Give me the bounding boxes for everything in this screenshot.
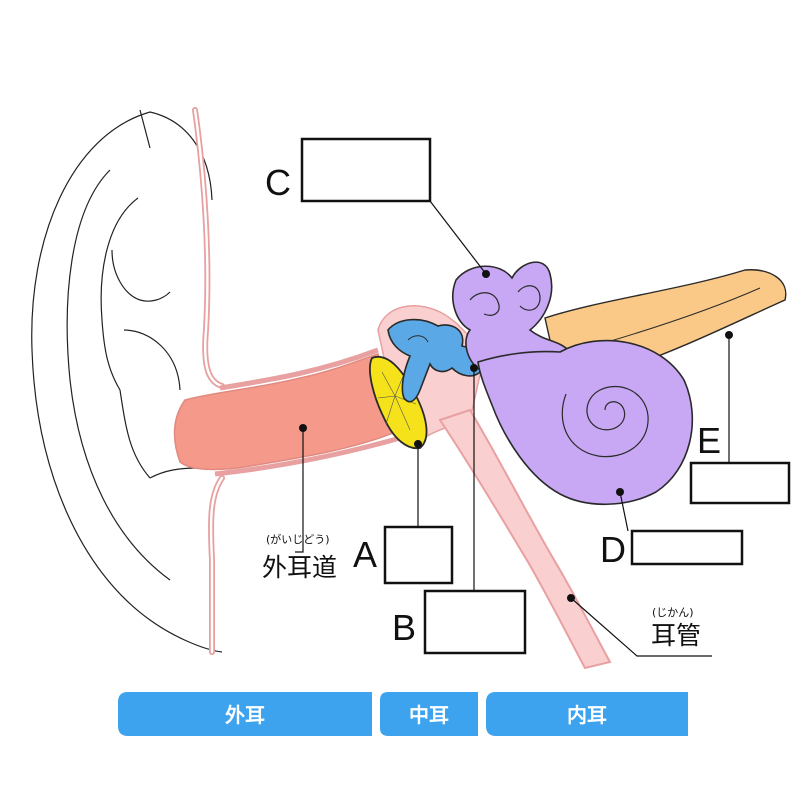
ear-canal-reading: (がいじどう) — [266, 532, 330, 546]
label-box-e[interactable] — [689, 461, 791, 505]
band-middle-label: 中耳 — [409, 703, 449, 727]
label-box-a[interactable] — [383, 525, 454, 585]
label-letter-b: B — [392, 607, 416, 648]
label-letter-a: A — [353, 534, 377, 575]
label-letter-d: D — [600, 529, 626, 570]
label-letter-e: E — [697, 420, 721, 461]
inner-ear — [452, 261, 694, 506]
cochlea-spiral — [561, 385, 649, 458]
eustachian-tube-reading: (じかん) — [652, 606, 694, 619]
ossicles — [387, 318, 484, 403]
eardrum-fibers — [377, 371, 417, 431]
leader-dots — [299, 270, 733, 602]
section-bands: 外耳 中耳 内耳 — [118, 692, 688, 736]
band-outer-label: 外耳 — [225, 703, 265, 727]
band-outer — [118, 692, 372, 736]
eustachian-tube — [438, 408, 612, 670]
auricle — [31, 109, 223, 653]
eustachian-tube-label: 耳管 — [651, 621, 701, 650]
label-letter-c: C — [265, 162, 291, 203]
band-middle — [380, 692, 478, 736]
band-inner-label: 内耳 — [567, 703, 607, 727]
skin-boundary — [192, 107, 225, 655]
label-box-c[interactable] — [300, 137, 432, 203]
ear-canal — [173, 353, 401, 471]
label-box-b[interactable] — [423, 589, 527, 655]
band-inner — [486, 692, 688, 736]
ear-canal-label: 外耳道 — [262, 553, 337, 582]
label-box-d[interactable] — [630, 529, 744, 566]
leader-lines — [295, 200, 730, 657]
